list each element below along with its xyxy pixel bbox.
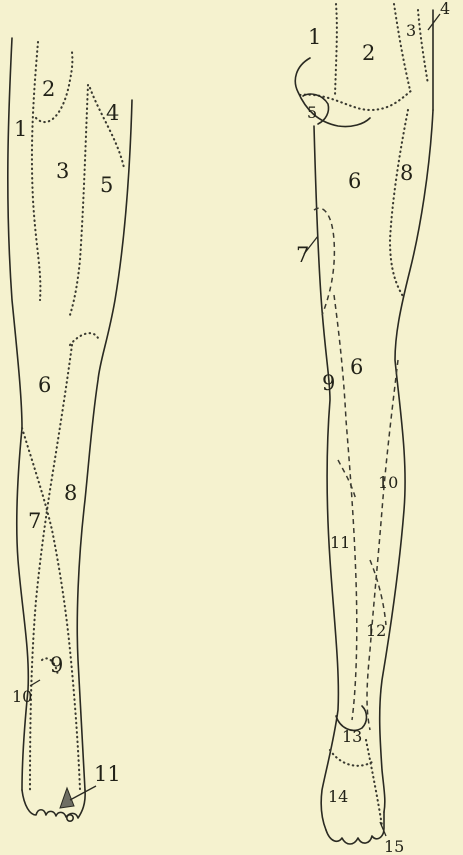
right-leg-boundary-foot-top xyxy=(330,750,372,766)
left-leg-outline-lateral xyxy=(8,38,29,790)
right-label-9: 9 xyxy=(322,371,335,395)
right-label-14: 14 xyxy=(328,787,348,806)
left-leg-boundary-center xyxy=(70,85,88,315)
right-leg-outline-front xyxy=(314,126,338,830)
right-label-7: 7 xyxy=(296,243,309,267)
right-label-10: 10 xyxy=(378,473,398,492)
left-label-6: 6 xyxy=(38,373,51,397)
right-label-6-upper: 6 xyxy=(348,169,361,193)
right-label-1: 1 xyxy=(308,25,321,49)
right-label-13: 13 xyxy=(342,727,362,746)
left-label-9: 9 xyxy=(50,653,63,677)
right-leg-boundary-thigh-left xyxy=(335,4,337,96)
right-leg-drawing: 1 2 3 4 5 6 8 7 9 6 10 11 12 13 14 15 xyxy=(295,0,450,855)
right-leg-boundary-thigh-right xyxy=(394,4,410,90)
right-leg-outline-back xyxy=(380,110,433,812)
left-label-1: 1 xyxy=(14,117,27,141)
left-leg-boundary-shin-cross-b xyxy=(30,345,72,790)
right-label-11: 11 xyxy=(330,533,350,552)
right-label-2: 2 xyxy=(362,41,375,65)
right-label-6-lower: 6 xyxy=(350,355,363,379)
left-leg-drawing: 1 2 3 4 5 6 7 8 9 10 11 xyxy=(8,38,132,821)
left-foot-toes xyxy=(22,790,85,818)
left-label-2: 2 xyxy=(42,77,55,101)
right-leader-4 xyxy=(428,14,440,30)
left-label-10: 10 xyxy=(12,687,32,706)
right-leg-boundary-foot-toe xyxy=(366,740,382,826)
right-leg-boundary-cross-a xyxy=(338,460,356,500)
left-label-7: 7 xyxy=(28,509,41,533)
left-leg-boundary-5 xyxy=(90,88,124,168)
right-leg-boundary-3 xyxy=(418,10,428,84)
left-label-4: 4 xyxy=(106,101,119,125)
right-label-8: 8 xyxy=(400,161,413,185)
left-label-11: 11 xyxy=(94,762,121,786)
left-leg-boundary-knee xyxy=(70,333,98,345)
right-leg-boundary-8 xyxy=(390,110,408,298)
left-leader-11 xyxy=(70,786,96,800)
right-label-4: 4 xyxy=(440,0,450,18)
left-leg-outline-medial xyxy=(77,100,132,790)
left-label-5: 5 xyxy=(100,173,113,197)
left-leg-boundary-upper-lateral xyxy=(32,42,40,300)
right-label-15: 15 xyxy=(384,837,404,855)
left-label-8: 8 xyxy=(64,481,77,505)
right-foot-toes xyxy=(326,812,384,844)
left-foot-shaded-region xyxy=(60,788,74,808)
right-label-12: 12 xyxy=(366,621,386,640)
right-label-3: 3 xyxy=(406,21,416,40)
left-label-3: 3 xyxy=(56,159,69,183)
right-label-5: 5 xyxy=(307,103,317,122)
left-foot-toe-small xyxy=(67,815,73,821)
